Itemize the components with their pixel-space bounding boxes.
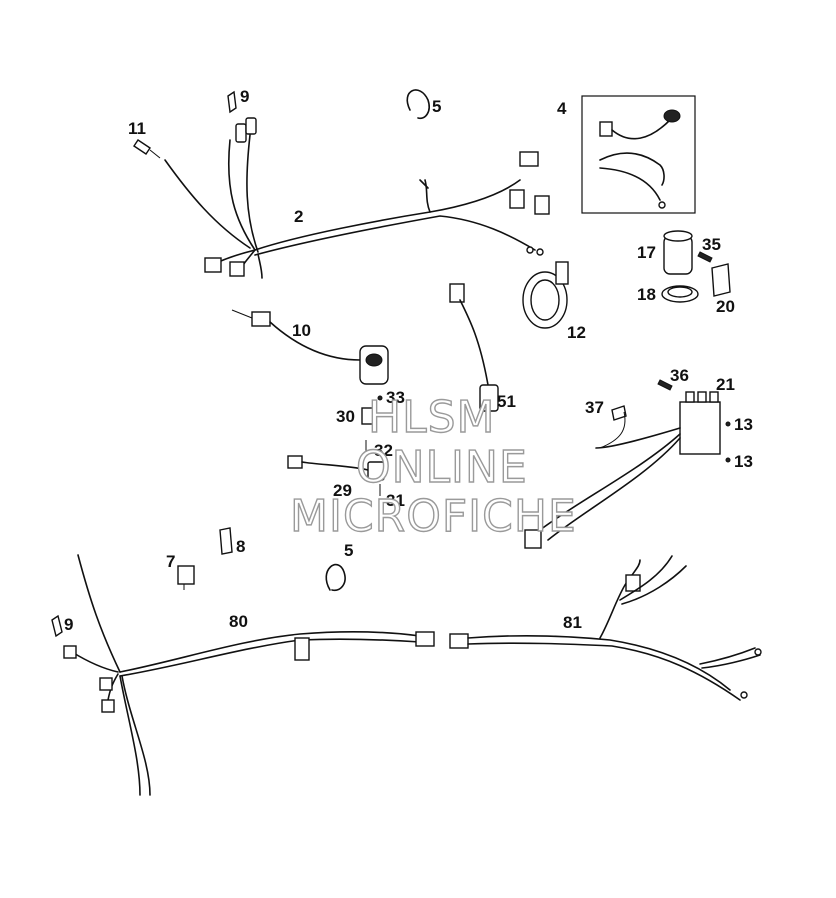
switch-51 — [449, 283, 499, 412]
callout-13-lower: 13 — [734, 452, 753, 471]
callout-18: 18 — [637, 285, 656, 304]
callout-32: 32 — [374, 441, 393, 460]
watermark-line-1: HLSM — [368, 392, 496, 443]
bracket-20 — [711, 263, 731, 297]
watermark-line-3: MICROFICHE — [290, 491, 577, 542]
callout-8: 8 — [236, 537, 245, 556]
cable-tie-5-top — [406, 89, 430, 120]
callout-37: 37 — [585, 398, 604, 417]
watermark-line-2: ONLINE — [356, 442, 528, 493]
callout-31: 31 — [386, 491, 405, 510]
clip-9-top — [227, 90, 237, 114]
relay-7 — [177, 565, 195, 590]
cable-tie-5-bottom — [325, 563, 346, 592]
capacitor-17 — [663, 230, 693, 275]
callout-labels: 2 4 5 5 7 8 9 9 10 11 12 13 13 17 18 20 … — [64, 87, 753, 634]
callout-33: 33 — [386, 388, 405, 407]
callout-7: 7 — [166, 552, 175, 571]
callout-9-top: 9 — [240, 87, 249, 106]
watermark: HLSM ONLINE MICROFICHE — [289, 391, 577, 542]
callout-21: 21 — [716, 375, 735, 394]
capacitor-ring-18 — [661, 285, 699, 303]
callout-9-bottom: 9 — [64, 615, 73, 634]
callout-12: 12 — [567, 323, 586, 342]
callout-30: 30 — [336, 407, 355, 426]
callout-13-upper: 13 — [734, 415, 753, 434]
lower-harness-80 — [51, 554, 435, 796]
callout-36: 36 — [670, 366, 689, 385]
lower-harness-81 — [449, 555, 762, 701]
bracket-8 — [219, 527, 233, 555]
callout-2: 2 — [294, 207, 303, 226]
connector-group-29-33 — [287, 395, 385, 496]
callout-20: 20 — [716, 297, 735, 316]
horn-12 — [522, 261, 569, 329]
screw-35 — [697, 251, 713, 263]
callout-51: 51 — [497, 392, 516, 411]
callout-11: 11 — [128, 119, 146, 138]
callout-5-top: 5 — [432, 97, 441, 116]
callout-80: 80 — [229, 612, 248, 631]
main-wiring-harness — [164, 117, 550, 279]
callout-4: 4 — [557, 99, 567, 118]
callout-5-bottom: 5 — [344, 541, 353, 560]
callout-35: 35 — [702, 235, 721, 254]
callout-81: 81 — [563, 613, 582, 632]
callout-29: 29 — [333, 481, 352, 500]
callout-10: 10 — [292, 321, 311, 340]
regulator-unit-21 — [524, 379, 731, 549]
starter-relay-10 — [231, 309, 389, 385]
sub-harness-4 — [581, 95, 696, 214]
sensor-11 — [133, 139, 161, 159]
callout-17: 17 — [637, 243, 656, 262]
